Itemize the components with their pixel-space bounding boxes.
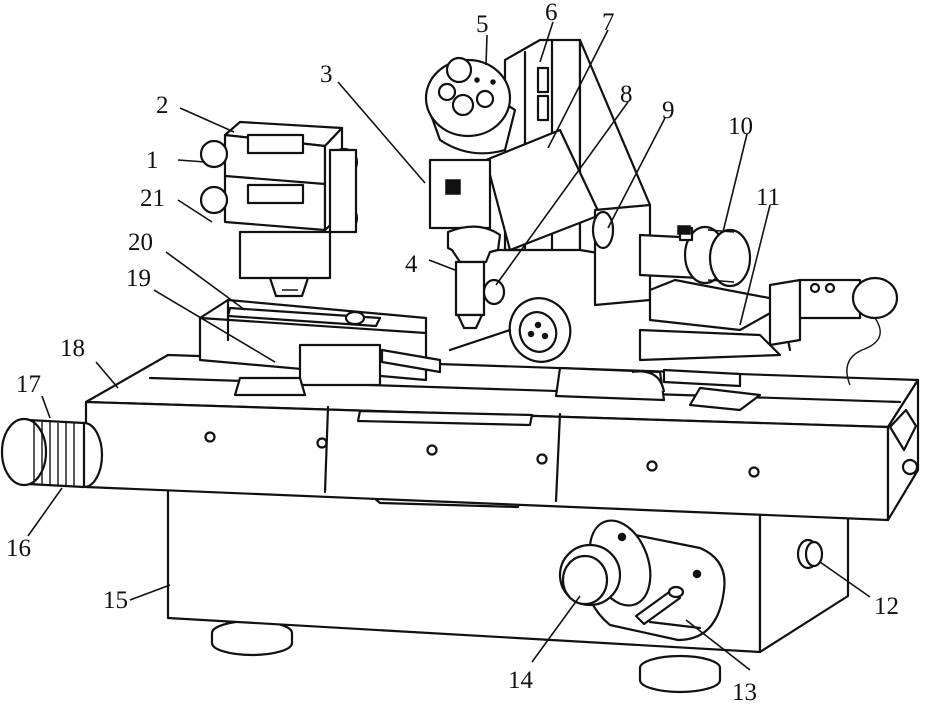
label-14: 14 [508,667,534,694]
label-4: 4 [405,251,418,278]
label-6: 6 [545,0,558,26]
end-knob [0,417,104,489]
label-18: 18 [60,335,85,362]
rear-stage [198,298,762,412]
leader-lines [27,21,871,671]
label-2: 2 [156,92,169,119]
label-5: 5 [476,11,489,38]
label-7: 7 [602,9,615,36]
callout-labels: 1 2 3 4 5 6 7 8 9 10 11 12 13 14 15 16 1… [6,0,899,706]
label-13: 13 [732,679,757,706]
label-17: 17 [16,371,41,398]
handwheel-assembly [558,519,726,642]
feet [210,619,722,694]
label-11: 11 [756,184,780,211]
label-8: 8 [620,81,633,108]
lower-lens [448,297,572,363]
label-10: 10 [728,113,753,140]
label-1: 1 [146,147,159,174]
label-12: 12 [874,593,899,620]
left-microscope [199,120,359,298]
label-15: 15 [103,587,128,614]
label-9: 9 [662,97,675,124]
work-table [84,353,920,522]
label-19: 19 [126,265,151,292]
label-20: 20 [128,229,153,256]
label-21: 21 [140,185,165,212]
right-assembly [591,203,899,386]
label-3: 3 [320,61,333,88]
label-16: 16 [6,535,31,562]
